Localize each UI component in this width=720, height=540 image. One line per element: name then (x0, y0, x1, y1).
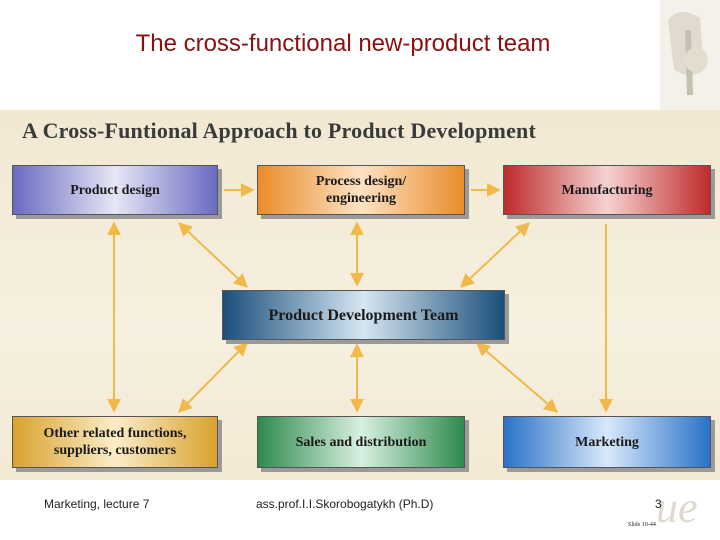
other-functions-label-line2: suppliers, customers (53, 443, 177, 458)
footer-page-number: 3 (655, 497, 662, 511)
decorative-logo-image: ue (656, 483, 698, 532)
sales-distribution-label: Sales and distribution (295, 434, 427, 450)
slide-tag: Slide 10-44 (628, 522, 656, 528)
sales-distribution-box: Sales and distribution (257, 416, 465, 468)
diagram-title: A Cross-Funtional Approach to Product De… (22, 118, 536, 143)
product-design-box: Product design (12, 165, 218, 215)
manufacturing-label: Manufacturing (561, 182, 653, 198)
decorative-corner-image (660, 0, 720, 110)
product-development-team-label: Product Development Team (268, 306, 459, 324)
arrow-team-to-marketing (475, 342, 559, 413)
footer-course: Marketing, lecture 7 (44, 497, 150, 511)
process-design-label-line1: Process design/ (315, 174, 407, 189)
product-design-label: Product design (70, 182, 160, 198)
footer-author: ass.prof.I.I.Skorobogatykh (Ph.D) (256, 497, 434, 511)
marketing-box: Marketing (503, 416, 711, 468)
product-development-team-box: Product Development Team (222, 290, 505, 340)
arrow-team-to-other (178, 342, 248, 413)
arrow-manufacturing-to-team (459, 222, 531, 288)
process-design-box: Process design/ engineering (257, 165, 465, 215)
manufacturing-box: Manufacturing (503, 165, 711, 215)
marketing-label: Marketing (575, 434, 639, 450)
slide-title: The cross-functional new-product team (135, 30, 551, 57)
other-functions-label-line1: Other related functions, (43, 426, 187, 441)
svg-text:ue: ue (656, 483, 698, 532)
arrow-design-to-team (177, 222, 249, 288)
other-functions-box: Other related functions, suppliers, cust… (12, 416, 218, 468)
process-design-label-line2: engineering (325, 191, 396, 206)
